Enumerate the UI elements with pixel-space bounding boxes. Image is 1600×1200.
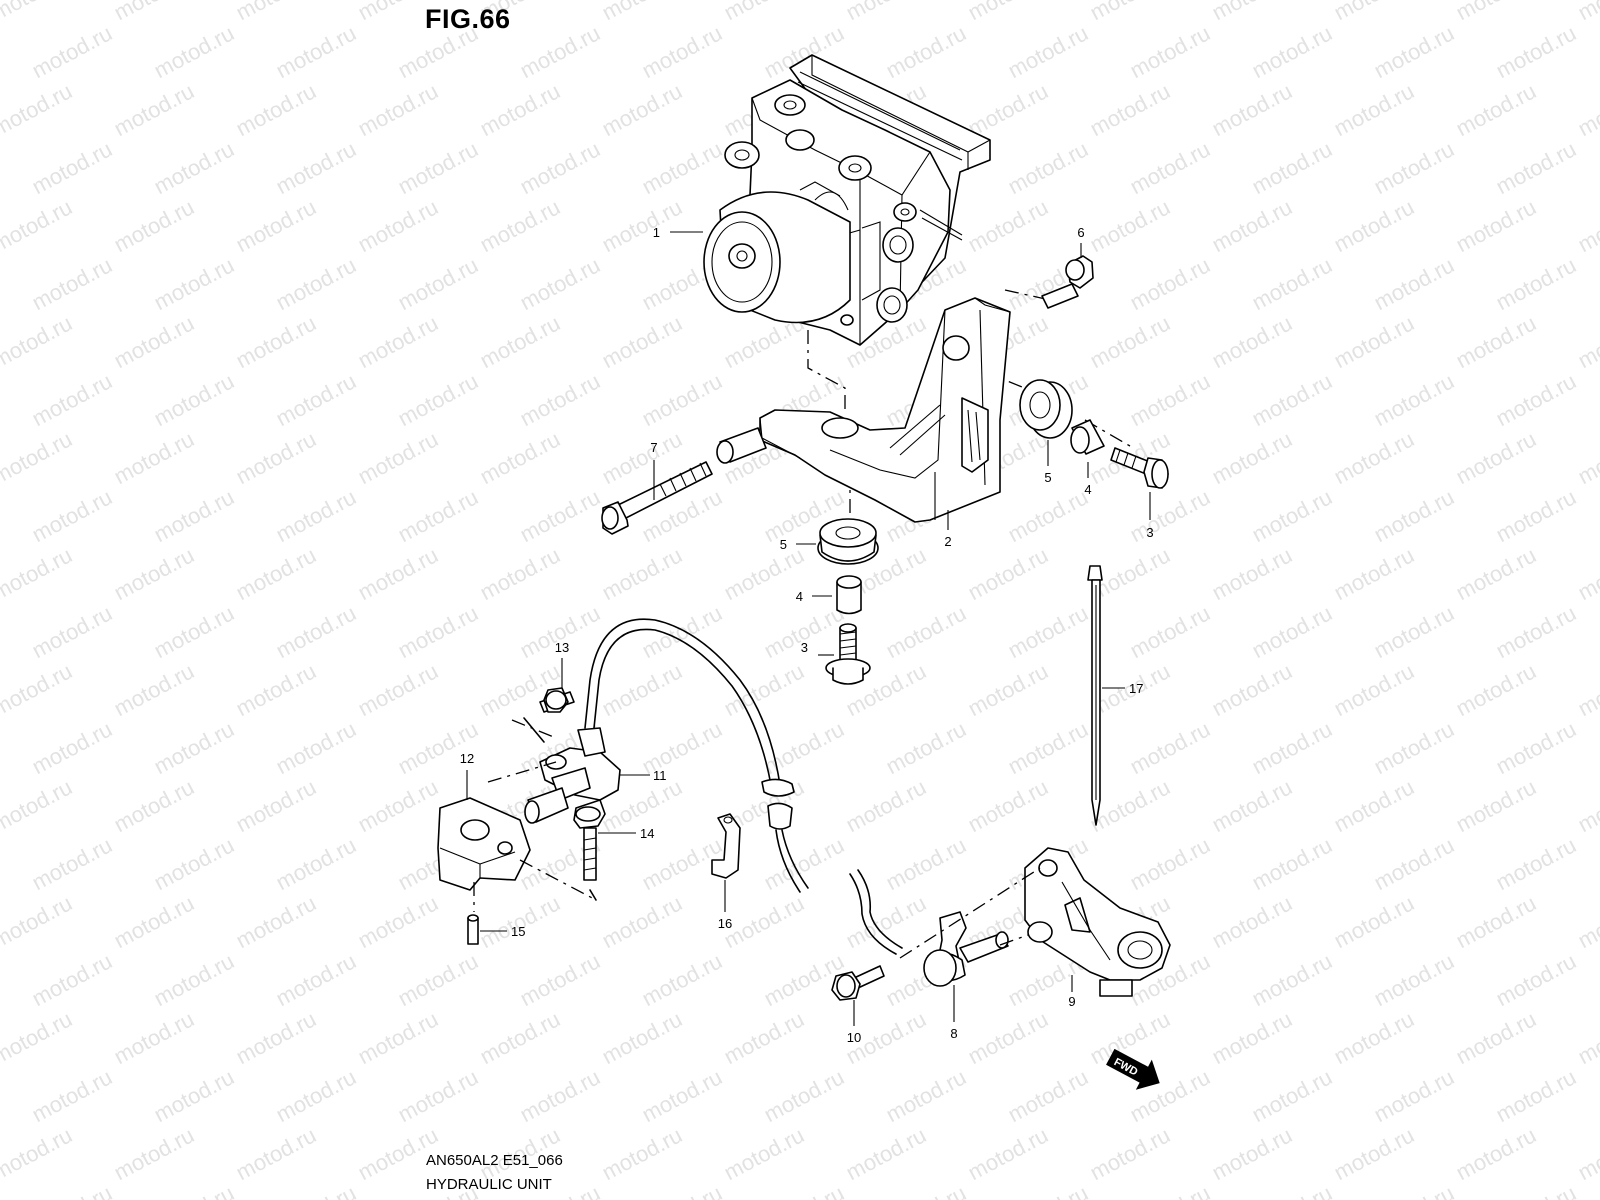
callout-8: 8 [950, 1026, 957, 1041]
clamp-drawing [711, 813, 741, 879]
callout-9: 9 [1068, 994, 1075, 1009]
callout-16: 16 [718, 916, 732, 931]
collar-upper-drawing [1070, 419, 1105, 455]
collar-lower-drawing [836, 575, 862, 615]
grommet-upper-drawing [1019, 379, 1073, 439]
bolt-13-drawing [539, 687, 575, 713]
bolt-14-drawing [573, 799, 606, 881]
long-bolt-drawing [601, 461, 713, 535]
callout-6: 6 [1077, 225, 1084, 240]
callout-4-lower: 4 [796, 589, 803, 604]
callout-11: 11 [653, 768, 667, 783]
cable-tie-drawing [1087, 565, 1103, 826]
callout-5-upper: 5 [1044, 470, 1051, 485]
callout-13: 13 [555, 640, 569, 655]
pin-drawing [467, 914, 479, 945]
rear-sensor-drawing [524, 618, 809, 893]
figure-title: FIG.66 [425, 4, 511, 34]
bolt-lower-drawing [825, 623, 871, 685]
sensor-bracket-drawing [437, 797, 531, 891]
bolt-upper-drawing [1110, 447, 1169, 489]
leader-lines [466, 231, 1151, 1026]
fwd-arrow: FWD [1106, 1048, 1160, 1090]
bolt-10-drawing [831, 965, 885, 1001]
callout-4-upper: 4 [1084, 482, 1091, 497]
callout-2: 2 [944, 534, 951, 549]
callout-14: 14 [640, 826, 654, 841]
callout-5-lower: 5 [780, 537, 787, 552]
callout-10: 10 [847, 1030, 861, 1045]
callout-12: 12 [460, 751, 474, 766]
bracket-drawing [759, 297, 1011, 523]
small-bolt-drawing [1041, 255, 1094, 309]
callout-3-upper: 3 [1146, 525, 1153, 540]
front-sensor-drawing [849, 869, 1009, 987]
grommet-lower-drawing [817, 518, 879, 565]
spacer-tube-drawing [716, 427, 767, 464]
figure-name: HYDRAULIC UNIT [426, 1176, 552, 1193]
hydraulic-unit-drawing [703, 54, 991, 346]
callout-17: 17 [1129, 681, 1143, 696]
front-bracket-drawing [1024, 847, 1171, 997]
figure-code: AN650AL2 E51_066 [426, 1152, 563, 1169]
callout-7: 7 [650, 440, 657, 455]
callout-1: 1 [653, 225, 660, 240]
callout-3-lower: 3 [801, 640, 808, 655]
callout-15: 15 [511, 924, 525, 939]
callout-numbers: 1 2 3 3 4 4 5 5 6 7 8 9 10 11 12 13 14 1… [460, 225, 1154, 1045]
